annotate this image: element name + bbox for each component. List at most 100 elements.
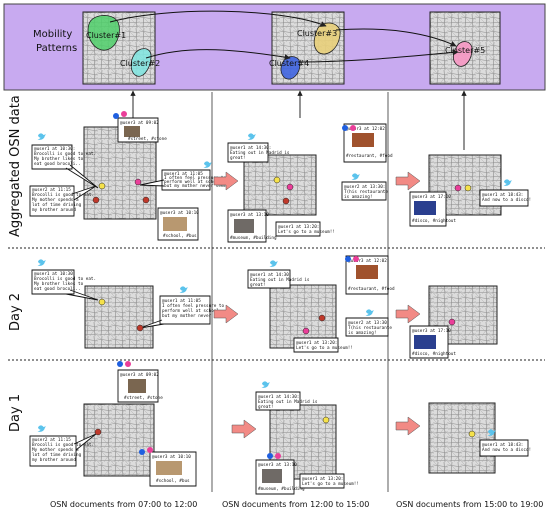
svg-text:@user3 at 12:02:: @user3 at 12:02: xyxy=(348,258,389,264)
marker-pink xyxy=(134,178,142,186)
marker-pink xyxy=(275,453,281,459)
marker-red xyxy=(318,314,326,322)
cluster-1-region xyxy=(87,15,120,51)
post-pressure-agg: @user1 at 11:05 I often feel pressure to… xyxy=(139,161,229,191)
marker-blue xyxy=(342,125,348,131)
marker-red xyxy=(136,324,144,332)
row-label-day1: Day 1 xyxy=(8,394,23,432)
svg-text:great!: great! xyxy=(258,404,274,410)
svg-text:Eating out in Madrid is: Eating out in Madrid is xyxy=(250,277,310,283)
svg-text:My brother likes to: My brother likes to xyxy=(34,281,84,287)
marker-pink xyxy=(454,184,462,192)
transition-1-to-3 xyxy=(109,10,327,27)
svg-text:@user3 at 12:02:: @user3 at 12:02: xyxy=(346,126,387,132)
svg-text:@user1 at 11:05: @user1 at 11:05 xyxy=(162,298,201,304)
svg-text:My mother spends a: My mother spends a xyxy=(32,197,79,203)
svg-text:@user1 at 13:20:: @user1 at 13:20: xyxy=(302,476,343,482)
map-day1-col1 xyxy=(83,403,155,477)
row-label-day2: Day 2 xyxy=(8,293,23,331)
svg-text:Let's go to a museum!!: Let's go to a museum!! xyxy=(278,229,335,235)
svg-text:T(his restaurante: T(his restaurante xyxy=(348,325,392,331)
svg-text:lot of time driving: lot of time driving xyxy=(32,202,82,208)
svg-text:#school, #bus: #school, #bus xyxy=(163,233,197,239)
post-street-agg: @user3 at 09:02 #street, #stone xyxy=(117,117,167,143)
time-arrow-agg-1 xyxy=(213,171,239,191)
post-disco-pic-day2: @user3 at 17:10 #disco, #nightout xyxy=(409,325,456,359)
banner-title-line1: Mobility xyxy=(33,29,72,40)
cluster-3-region xyxy=(313,22,341,55)
svg-text:lot of time driving: lot of time driving xyxy=(32,452,82,458)
marker-yellow xyxy=(322,416,330,424)
post-restaurant-day2: @user3 at 12:02: #restaurant, #food xyxy=(345,255,395,295)
svg-text:@user1 at 18:43:: @user1 at 18:43: xyxy=(482,192,523,198)
svg-text:@user3 at 09:02: @user3 at 09:02 xyxy=(120,372,159,378)
svg-text:eat good brocoli..: eat good brocoli.. xyxy=(34,286,81,292)
svg-text:My brother likes to: My brother likes to xyxy=(34,156,84,162)
post-museum-day1: @user3 at 13:10 #museum, #building xyxy=(255,459,305,495)
marker-blue xyxy=(139,449,145,455)
svg-text:perform well at school,: perform well at school, xyxy=(162,308,222,314)
svg-text:@user1 at 14:30:: @user1 at 14:30: xyxy=(230,145,271,151)
svg-text:@user1 at 10:30:: @user1 at 10:30: xyxy=(34,146,75,152)
svg-text:@user1 at 13:20:: @user1 at 13:20: xyxy=(278,224,319,230)
svg-text:@user2 at 11:15: @user2 at 11:15 xyxy=(32,187,71,193)
svg-text:@user1 at 10:30:: @user1 at 10:30: xyxy=(34,271,75,277)
svg-text:#restaurant, #food: #restaurant, #food xyxy=(348,286,395,292)
svg-text:#street, #stone: #street, #stone xyxy=(124,395,163,401)
post-disco-pic-agg: @user3 at 17:10 #disco, #nightout xyxy=(409,191,456,227)
cluster-2-label: Cluster#2 xyxy=(120,59,160,68)
svg-text:my brother around: my brother around xyxy=(32,457,76,463)
map-day2-col2 xyxy=(269,284,337,349)
svg-text:my brother around: my brother around xyxy=(32,207,76,213)
marker-red xyxy=(282,197,290,205)
marker-pink xyxy=(286,183,294,191)
marker-pink xyxy=(350,125,356,131)
svg-text:Brocolli is good to eat.: Brocolli is good to eat. xyxy=(32,442,94,448)
svg-text:@user1 at 18:43:: @user1 at 18:43: xyxy=(482,442,523,448)
post-disco-agg: @user1 at 18:43: And now to a disco! xyxy=(479,179,531,207)
marker-yellow xyxy=(273,176,281,184)
svg-text:Brocolli is good to eat.: Brocolli is good to eat. xyxy=(32,192,94,198)
svg-text:but my mother never seems: but my mother never seems xyxy=(162,313,227,319)
marker-blue xyxy=(345,256,351,262)
svg-text:great!: great! xyxy=(230,155,246,161)
marker-pink xyxy=(302,327,310,335)
post-goto-agg: @user1 at 13:20: Let's go to a museum!! xyxy=(275,221,335,237)
column-label-1: OSN documents from 07:00 to 12:00 xyxy=(50,500,197,509)
post-madrid-day2: @user1 at 14:30: Eating out in Madrid is… xyxy=(247,260,310,289)
svg-text:@user1 at 14:30:: @user1 at 14:30: xyxy=(258,394,299,400)
svg-text:Eating out in Madrid is: Eating out in Madrid is xyxy=(230,150,290,156)
marker-pink xyxy=(448,318,456,326)
marker-yellow xyxy=(98,182,106,190)
column-label-3: OSN documents from 15:00 to 19:00 xyxy=(396,500,543,509)
svg-text:@user1 at 11:05: @user1 at 11:05 xyxy=(164,171,203,177)
post-amazing-day2: @user2 at 13:30: T(his restaurante is am… xyxy=(345,309,392,337)
marker-yellow xyxy=(468,430,476,438)
svg-text:but my mother never seems: but my mother never seems xyxy=(164,183,229,189)
cluster-1-label: Cluster#1 xyxy=(86,31,126,40)
post-baseball-day1: @user2 at 11:15 Brocolli is good to eat.… xyxy=(29,425,97,467)
post-amazing-agg: @user2 at 13:30: T(his restaurante is am… xyxy=(341,173,388,201)
marker-blue xyxy=(267,453,273,459)
post-disco-day1: @user1 at 18:43: And now to a disco! xyxy=(479,429,531,457)
svg-text:perform well at school,: perform well at school, xyxy=(164,179,224,185)
svg-text:@user3 at 10:10: @user3 at 10:10 xyxy=(160,210,199,216)
post-street-day1: @user3 at 09:02 #street, #stone xyxy=(117,369,163,403)
svg-text:@user1 at 14:30:: @user1 at 14:30: xyxy=(250,272,291,278)
marker-pink xyxy=(121,111,127,117)
marker-red xyxy=(92,196,100,204)
marker-red xyxy=(94,428,102,436)
post-school-day1: @user3 at 10:10 #school, #bus xyxy=(149,451,197,487)
time-arrow-day1-2 xyxy=(395,416,421,436)
svg-text:My mother spends a: My mother spends a xyxy=(32,447,79,453)
marker-pink xyxy=(353,256,359,262)
time-arrow-agg-2 xyxy=(395,171,421,191)
marker-pink xyxy=(125,361,131,367)
svg-text:#school, #bus: #school, #bus xyxy=(156,478,190,484)
post-baseball-agg: @user2 at 11:15 Brocolli is good to eat.… xyxy=(29,185,97,217)
marker-yellow xyxy=(98,298,106,306)
row-label-aggregated: Aggregated OSN data xyxy=(8,95,23,237)
svg-text:I often feel pressure to: I often feel pressure to xyxy=(162,303,224,309)
marker-blue xyxy=(117,361,123,367)
